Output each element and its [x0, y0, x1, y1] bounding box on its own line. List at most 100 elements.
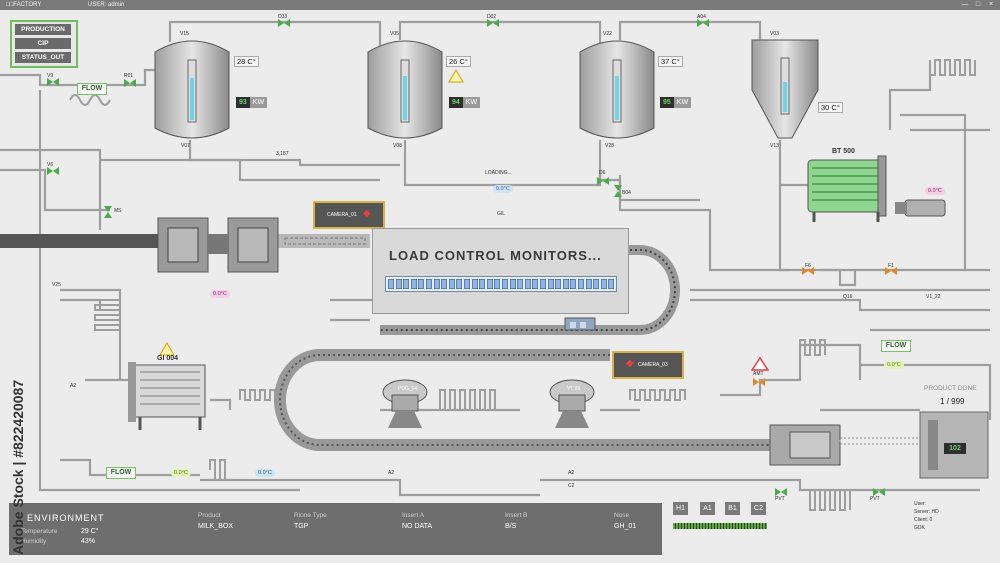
maximize-button[interactable]: □ [975, 1, 981, 8]
product-done-label: PRODUCT DONE [924, 385, 977, 392]
key-a1-button[interactable]: A1 [700, 502, 715, 515]
progress-segment [570, 279, 577, 289]
env-humidity-label: Humidity [21, 538, 47, 545]
progress-segment [540, 279, 546, 289]
tanks-layer [154, 39, 819, 139]
watermark: Adobe Stock | #822420087 [10, 379, 26, 555]
progress-segment [403, 279, 410, 289]
load-control-title: LOAD CONTROL MONITORS... [389, 248, 602, 263]
key-c2-button[interactable]: C2 [751, 502, 766, 515]
nose-value: GH_01 [614, 523, 637, 530]
tank-v15-bottom-label: V07 [181, 143, 190, 149]
valve-f1-label: F1 [888, 263, 894, 269]
tank-v22-temp: 37 C° [658, 56, 683, 67]
close-button[interactable]: × [988, 1, 994, 8]
valve-q16-label: Q16 [843, 294, 853, 300]
tank-v15[interactable] [154, 40, 230, 139]
tank-v05[interactable] [367, 40, 443, 139]
camera-01-label: CAMERA_01 [327, 212, 357, 218]
minimize-button[interactable]: — [961, 1, 969, 8]
progress-segment [562, 279, 569, 289]
product-value: MILK_BOX [198, 523, 234, 530]
gi004-label: GI 004 [157, 355, 179, 362]
insert-a-label: Insert A [402, 512, 425, 519]
valve-amt-label: AMT [753, 371, 764, 377]
line-c2-label: C2 [568, 483, 575, 489]
rione-value: TGP [294, 523, 309, 530]
tank-v22[interactable] [579, 40, 655, 139]
progress-segment [410, 279, 417, 289]
progress-segment [578, 279, 584, 289]
server-gdk: GDK [914, 525, 925, 531]
mode-production-button[interactable]: PRODUCTION [15, 24, 71, 35]
flow-button-3[interactable]: FLOW [106, 467, 136, 479]
load-control-panel: LOAD CONTROL MONITORS... [372, 228, 629, 314]
mode-panel: PRODUCTION CIP STATUS_OUT [10, 20, 78, 68]
tank-v03-temp: 30 C° [818, 102, 843, 113]
tank-v15-temp: 28 C° [234, 56, 259, 67]
mixer-1-label: PDG_04 [398, 386, 418, 392]
product-done-count: 1 / 999 [940, 397, 965, 406]
line-a2-label-3: A2 [568, 470, 575, 476]
server-user: User: [914, 501, 926, 507]
camera-alert-icon: ◆ [626, 358, 634, 369]
reading-value: 3,187 [276, 151, 289, 157]
progress-segment [608, 279, 615, 289]
temp-pill-3: 0.0°C [925, 187, 945, 195]
rione-label: Rione Type [294, 512, 327, 519]
progress-segment [433, 279, 440, 289]
tank-v03[interactable] [751, 39, 819, 139]
progress-segment [486, 279, 493, 289]
env-humidity-value: 43% [81, 538, 96, 545]
progress-segment [585, 279, 592, 289]
insert-b-label: Insert B [505, 512, 528, 519]
key-h1-button[interactable]: H1 [673, 502, 688, 515]
user-label: USER: admin [88, 2, 125, 8]
load-progress-bar [385, 276, 617, 292]
flow-button-1[interactable]: FLOW [77, 83, 107, 95]
server-name: Server: HD [914, 509, 939, 515]
progress-segment [479, 279, 486, 289]
valve-pvt-label: PVT [775, 496, 785, 502]
mode-status-out-button[interactable]: STATUS_OUT [15, 52, 71, 63]
tank-v03-bottom-label: V13 [770, 143, 779, 149]
progress-segment [464, 279, 470, 289]
valve-ms-label: MS [114, 208, 122, 214]
tank-v05-label: V05 [390, 31, 399, 37]
progress-segment [600, 279, 607, 289]
progress-segment [532, 279, 539, 289]
line-a2-label-2: A2 [388, 470, 395, 476]
valve-d6-label: D6 [599, 170, 606, 176]
camera-03-label: CAMERA_03 [638, 362, 668, 368]
line-a2-label: A2 [70, 383, 77, 389]
loading-label: LOADING... [485, 170, 512, 176]
progress-segment [509, 279, 516, 289]
camera-03-box[interactable]: CAMERA_03 ◆ [612, 351, 684, 379]
progress-segment [426, 279, 432, 289]
valve-r6-label: F6 [805, 263, 811, 269]
valve-v25-label: V25 [52, 282, 61, 288]
valve-pvt-label-2: PVT [870, 496, 880, 502]
temp-pill-1: 0.0°C [493, 185, 513, 193]
progress-segment [517, 279, 524, 289]
progress-segment [593, 279, 600, 289]
mixer-2-label: YT 86 [567, 386, 581, 392]
tank-v15-label: V15 [180, 31, 189, 37]
temp-pill-6: 0.0°C [255, 469, 275, 477]
temp-pill-5: 0.0°C [171, 469, 191, 477]
camera-01-box[interactable]: CAMERA_01 ◆ [313, 201, 385, 229]
valve-v6-label: V6 [47, 162, 54, 168]
tank-v22-label: V22 [603, 31, 612, 37]
insert-b-value: B/S [505, 523, 517, 530]
flow-button-2[interactable]: FLOW [881, 340, 911, 352]
mode-cip-button[interactable]: CIP [15, 38, 71, 49]
progress-segment [448, 279, 455, 289]
status-panel: ENVIRONMENT Temperature 29 C° Humidity 4… [9, 503, 662, 555]
key-b1-button[interactable]: B1 [725, 502, 740, 515]
progress-segment [418, 279, 425, 289]
server-client: Client: 0 [914, 517, 933, 523]
env-title: ENVIRONMENT [27, 513, 105, 523]
power-value: 94 [449, 97, 463, 108]
